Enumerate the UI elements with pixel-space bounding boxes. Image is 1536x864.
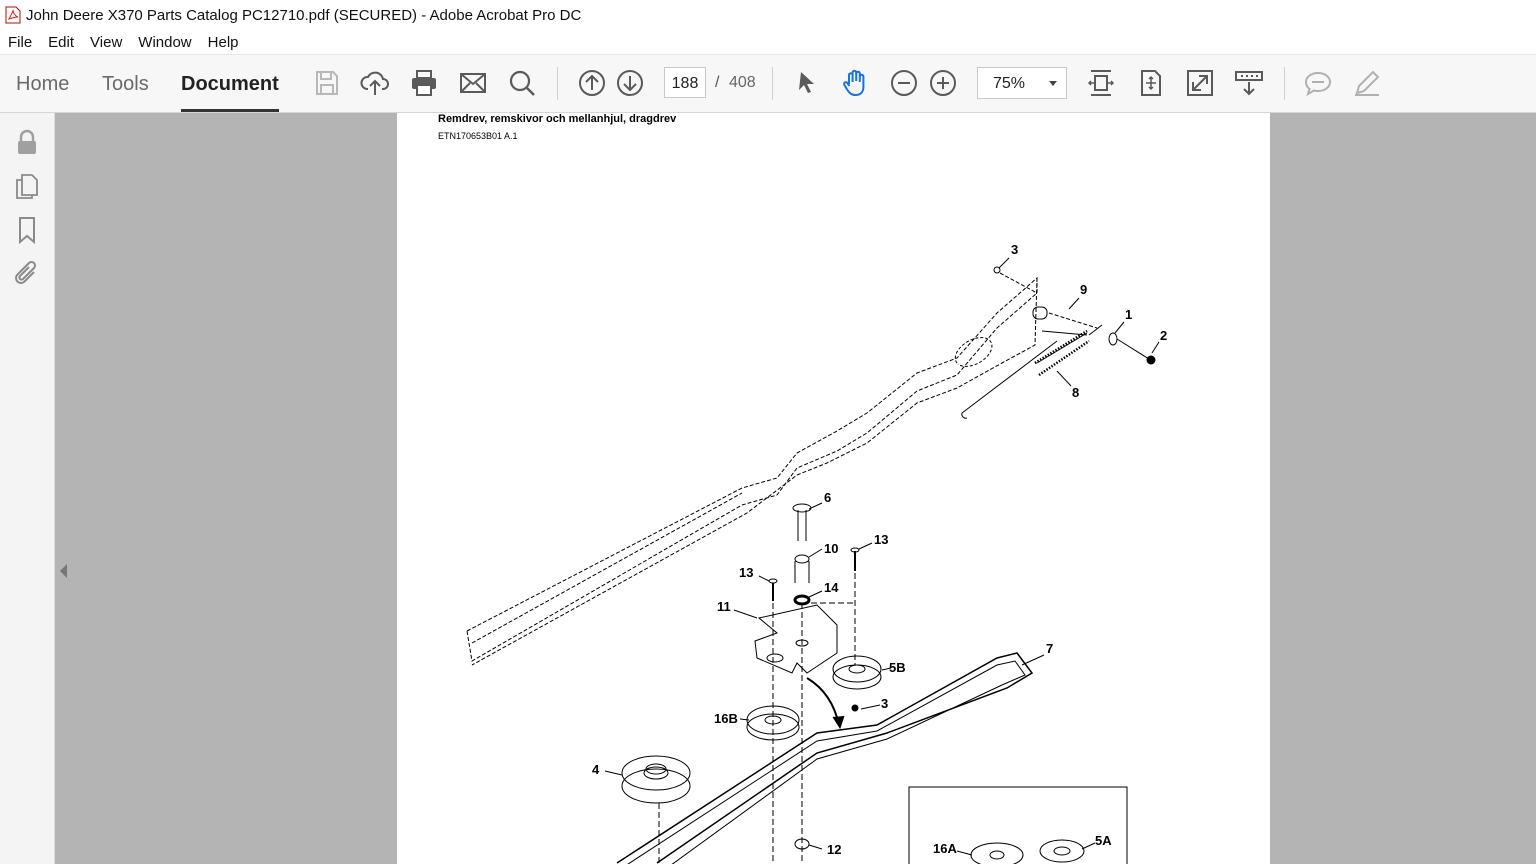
drive-belt-part-7 (616, 652, 1034, 864)
tab-document[interactable]: Document (181, 55, 279, 112)
zoom-in-icon[interactable] (928, 68, 958, 98)
callout-label: 2 (1160, 328, 1167, 343)
zoom-out-icon[interactable] (889, 68, 919, 98)
menu-help[interactable]: Help (207, 33, 239, 51)
callout-label: 1 (1125, 307, 1132, 322)
toolbar: Home Tools Document 188 / 408 75% (0, 55, 1536, 113)
menu-bar: File Edit View Window Help (0, 30, 1536, 55)
callout-label: 3 (1011, 242, 1018, 257)
idler-bracket-part-11 (754, 604, 838, 674)
detail-inset-box (908, 786, 1128, 864)
document-heading: Remdrev, remskivor och mellanhjul, dragd… (438, 113, 677, 125)
scrolling-mode-icon[interactable] (1086, 68, 1116, 98)
callout-label: 10 (824, 541, 838, 556)
page-separator: / (715, 74, 720, 91)
pages-thumbnails-icon[interactable] (12, 171, 42, 201)
window-title: John Deere X370 Parts Catalog PC12710.pd… (26, 6, 582, 24)
callout-label: 14 (824, 580, 839, 595)
tab-tools[interactable]: Tools (102, 73, 149, 95)
callout-label: 5A (1095, 833, 1112, 848)
toolbar-divider (772, 67, 773, 100)
cloud-upload-icon[interactable] (360, 68, 390, 98)
document-viewer[interactable]: Remdrev, remskivor och mellanhjul, dragd… (55, 113, 1536, 864)
bookmark-icon[interactable] (12, 215, 42, 245)
callout-label: 12 (827, 842, 841, 857)
toolbar-divider (1284, 67, 1285, 100)
lock-icon[interactable] (12, 127, 42, 157)
callout-label: 16A (933, 841, 957, 856)
pulley-part-4 (621, 755, 691, 804)
callout-label: 5B (889, 660, 906, 675)
menu-file[interactable]: File (8, 33, 33, 51)
chevron-down-icon (1049, 81, 1057, 86)
pdf-page: Remdrev, remskivor och mellanhjul, dragd… (397, 113, 1270, 864)
idler-pulley-part-5b (832, 655, 882, 712)
callout-label: 11 (717, 599, 731, 614)
title-bar: John Deere X370 Parts Catalog PC12710.pd… (0, 0, 1536, 30)
callout-label: 4 (592, 762, 600, 777)
callout-label: 9 (1080, 282, 1087, 297)
pdf-file-icon (5, 6, 21, 24)
menu-window[interactable]: Window (138, 33, 192, 51)
mail-icon[interactable] (458, 68, 488, 98)
left-navigation-pane (0, 113, 55, 864)
menu-view[interactable]: View (90, 33, 123, 51)
pivot-pin-assembly (792, 503, 812, 606)
callout-label: 8 (1072, 385, 1079, 400)
spring-part-8 (961, 324, 1103, 419)
hand-tool-icon[interactable] (840, 68, 870, 98)
idler-pulley-part-16b (746, 705, 800, 741)
previous-page-icon[interactable] (577, 68, 607, 98)
parts-diagram: 3 9 1 2 8 6 10 13 13 14 11 7 5B 3 16B 4 … (466, 242, 1167, 864)
zoom-value: 75% (993, 75, 1026, 92)
menu-edit[interactable]: Edit (48, 33, 75, 51)
callout-label: 7 (1046, 641, 1053, 656)
callout-label: 6 (824, 490, 831, 505)
callout-label: 3 (881, 696, 888, 711)
callout-label: 13 (739, 565, 753, 580)
search-icon[interactable] (507, 68, 537, 98)
callout-label: 16B (714, 711, 738, 726)
collapse-pane-arrow-icon[interactable] (60, 564, 67, 578)
callout-label: 13 (874, 532, 888, 547)
read-mode-icon[interactable] (1234, 68, 1264, 98)
page-number-input[interactable]: 188 (664, 67, 706, 98)
comment-icon[interactable] (1303, 68, 1333, 98)
next-page-icon[interactable] (615, 68, 645, 98)
tab-home[interactable]: Home (16, 73, 70, 95)
print-icon[interactable] (409, 68, 439, 98)
frame-rail (466, 276, 1038, 666)
save-icon[interactable] (312, 68, 342, 98)
document-code: ETN170653B01 A.1 (438, 131, 518, 141)
pen-icon[interactable] (1352, 68, 1382, 98)
full-screen-icon[interactable] (1185, 68, 1215, 98)
fit-page-icon[interactable] (1136, 68, 1166, 98)
select-cursor-icon[interactable] (792, 68, 822, 98)
toolbar-divider (557, 67, 558, 100)
zoom-select[interactable]: 75% (977, 67, 1067, 99)
attachment-icon[interactable] (12, 259, 42, 289)
page-total: 408 (729, 74, 756, 91)
